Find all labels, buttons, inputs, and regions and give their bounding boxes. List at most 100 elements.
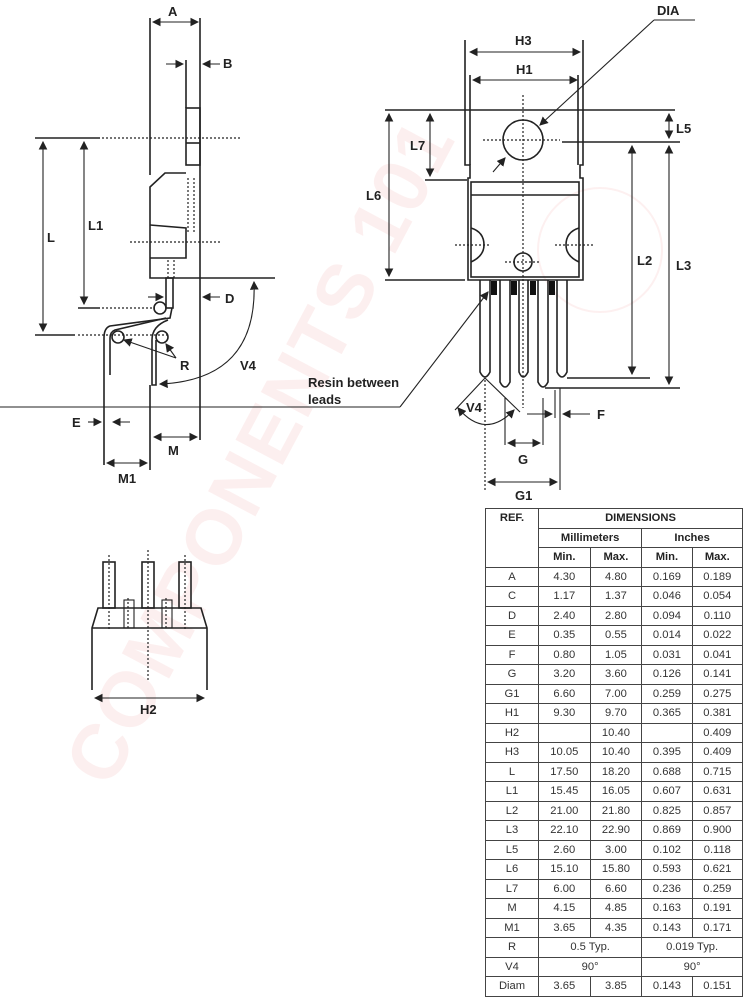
- table-cell: G: [485, 664, 539, 685]
- table-cell: 1.17: [538, 586, 591, 607]
- table-cell: 3.65: [538, 917, 591, 938]
- table-cell: [641, 722, 693, 743]
- table-cell: 0.041: [691, 644, 744, 665]
- table-cell: L3: [485, 820, 539, 841]
- dim-label-H2: H2: [140, 702, 157, 717]
- table-cell: 22.10: [538, 820, 591, 841]
- mm-max-header: Max.: [589, 547, 643, 568]
- table-cell: 6.00: [538, 878, 591, 899]
- table-cell: E: [485, 625, 539, 646]
- table-cell: L: [485, 761, 539, 782]
- table-cell: 15.45: [538, 781, 591, 802]
- table-cell: 0.715: [691, 761, 744, 782]
- table-cell: 0.046: [641, 586, 693, 607]
- table-cell: 0.395: [641, 742, 693, 763]
- table-cell: 3.65: [538, 976, 591, 997]
- table-cell: 10.05: [538, 742, 591, 763]
- table-cell: 0.409: [691, 722, 744, 743]
- table-cell: 0.236: [641, 878, 693, 899]
- dim-label-E: E: [72, 415, 81, 430]
- table-cell: 1.37: [589, 586, 643, 607]
- dim-label-L3: L3: [676, 258, 691, 273]
- dim-label-V4-front: V4: [466, 400, 483, 415]
- table-cell: 18.20: [589, 761, 643, 782]
- table-cell: 0.5 Typ.: [537, 937, 643, 958]
- table-cell: 6.60: [589, 878, 643, 899]
- table-cell: G1: [485, 683, 539, 704]
- table-cell: 0.014: [641, 625, 693, 646]
- table-cell: 3.60: [589, 664, 643, 685]
- inches-header: Inches: [641, 527, 743, 548]
- millimeters-header: Millimeters: [537, 527, 643, 548]
- svg-text:COMPONENTS 101: COMPONENTS 101: [47, 104, 472, 798]
- dim-label-M1: M1: [118, 471, 136, 486]
- table-cell: 9.70: [589, 703, 643, 724]
- dim-label-L5: L5: [676, 121, 691, 136]
- table-cell: 10.40: [589, 742, 643, 763]
- table-cell: 0.143: [641, 917, 693, 938]
- table-cell: 22.90: [589, 820, 643, 841]
- dim-label-L1: L1: [88, 218, 103, 233]
- dim-label-V4: V4: [240, 358, 257, 373]
- dim-label-G1: G1: [515, 488, 532, 503]
- table-cell: R: [485, 937, 539, 958]
- table-cell: V4: [485, 956, 539, 977]
- table-cell: 16.05: [589, 781, 643, 802]
- dim-label-B: B: [223, 56, 232, 71]
- table-cell: 0.621: [691, 859, 744, 880]
- bottom-view: H2: [91, 550, 208, 717]
- table-cell: 0.857: [691, 800, 744, 821]
- table-cell: L6: [485, 859, 539, 880]
- table-cell: 0.022: [691, 625, 744, 646]
- table-cell: 0.381: [691, 703, 744, 724]
- table-cell: L1: [485, 781, 539, 802]
- table-cell: 0.365: [641, 703, 693, 724]
- dim-label-DIA: DIA: [657, 3, 680, 18]
- table-cell: 90°: [537, 956, 643, 977]
- dim-label-L6: L6: [366, 188, 381, 203]
- table-cell: 0.688: [641, 761, 693, 782]
- table-cell: 0.35: [538, 625, 591, 646]
- table-cell: 9.30: [538, 703, 591, 724]
- table-cell: F: [485, 644, 539, 665]
- dim-label-L2: L2: [637, 253, 652, 268]
- table-cell: 0.102: [641, 839, 693, 860]
- table-cell: 0.259: [641, 683, 693, 704]
- table-cell: 2.60: [538, 839, 591, 860]
- table-cell: 0.275: [691, 683, 744, 704]
- table-cell: L2: [485, 800, 539, 821]
- table-cell: 7.00: [589, 683, 643, 704]
- table-cell: 0.094: [641, 605, 693, 626]
- table-cell: C: [485, 586, 539, 607]
- table-cell: Diam: [485, 976, 539, 997]
- table-cell: 0.593: [641, 859, 693, 880]
- table-cell: L5: [485, 839, 539, 860]
- leads: [479, 280, 568, 388]
- table-cell: 0.80: [538, 644, 591, 665]
- table-cell: H1: [485, 703, 539, 724]
- table-cell: 4.30: [538, 566, 591, 587]
- dim-label-H1: H1: [516, 62, 533, 77]
- table-cell: 17.50: [538, 761, 591, 782]
- table-cell: 0.143: [641, 976, 693, 997]
- table-cell: A: [485, 566, 539, 587]
- table-cell: M1: [485, 917, 539, 938]
- table-cell: 4.85: [589, 898, 643, 919]
- table-cell: 0.825: [641, 800, 693, 821]
- ref-header: REF.: [485, 508, 539, 568]
